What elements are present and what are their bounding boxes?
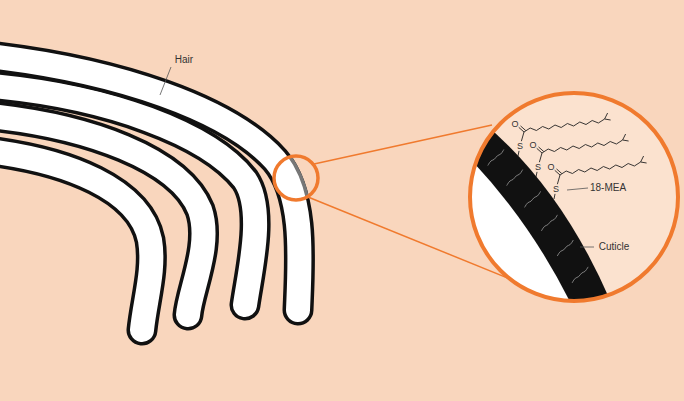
double-bond: [539, 147, 544, 152]
leader-line: [160, 67, 171, 95]
strand-fill: [0, 55, 300, 310]
bond: [518, 151, 519, 156]
branch: [623, 134, 626, 140]
hydrocarbon-chain: [524, 119, 605, 132]
zoom-line: [314, 125, 492, 164]
hair-cortex: [430, 150, 575, 330]
scale-line: [507, 170, 523, 186]
hydrocarbon-chain: [542, 140, 623, 153]
zoom-circle: [470, 93, 678, 301]
bond: [554, 194, 555, 199]
cuticle-scale-lines: [468, 131, 588, 283]
strand-fill: [0, 55, 300, 310]
strand-outline: [0, 55, 300, 310]
scale-line: [557, 240, 573, 256]
atom-label: S: [517, 142, 523, 151]
branch: [605, 113, 608, 119]
double-bond: [521, 126, 526, 131]
double-bond: [557, 169, 562, 174]
branch: [623, 140, 629, 141]
hair-strands: [0, 55, 300, 330]
18-mea-molecules: [518, 113, 647, 199]
bond: [521, 132, 524, 141]
atom-label: S: [553, 185, 559, 194]
branch: [605, 119, 611, 120]
scale-line: [572, 267, 588, 283]
hydrocarbon-chain: [560, 162, 641, 175]
atom-label: O: [547, 163, 554, 172]
strand-outline: [0, 55, 300, 310]
atom-label: O: [529, 141, 536, 150]
scale-line: [541, 215, 557, 231]
branch: [641, 156, 644, 162]
scale-line: [488, 150, 504, 166]
zoomed-hair-part: [0, 55, 300, 310]
strand-fill: [0, 150, 151, 330]
scale-line: [468, 131, 484, 147]
zoom-source-circle: [274, 156, 318, 200]
bond: [536, 172, 537, 177]
atom-label: S: [535, 163, 541, 172]
cuticle-label: Cuticle: [599, 242, 630, 252]
atom-label: O: [511, 120, 518, 129]
bond: [539, 153, 542, 162]
leader-line: [580, 247, 594, 248]
molecule-label: 18-MEA: [590, 183, 626, 193]
strand-outline: [0, 150, 151, 330]
bond: [557, 175, 560, 184]
branch: [641, 162, 647, 163]
scale-line: [525, 191, 541, 207]
hair-label: Hair: [175, 55, 193, 65]
leader-line: [567, 188, 588, 190]
